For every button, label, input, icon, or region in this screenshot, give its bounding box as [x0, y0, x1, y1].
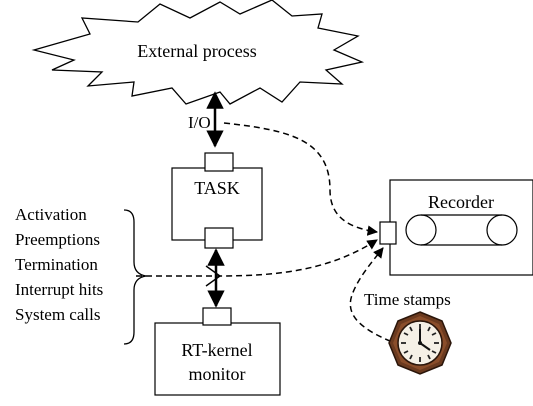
recorder-reel-left [405, 214, 437, 246]
monitor-node: RT-kernel monitor [154, 307, 281, 396]
recorder-input-port [379, 221, 397, 245]
external-process-node: External process [31, 0, 365, 105]
burst-cloud-icon [31, 0, 365, 105]
task-bottom-port [204, 227, 234, 249]
task-node: TASK [171, 152, 263, 249]
task-top-port [204, 152, 234, 172]
clock-icon [388, 311, 452, 375]
task-label: TASK [194, 178, 240, 198]
event-item: Activation [15, 205, 87, 224]
external-process-label: External process [137, 41, 256, 61]
recorder-label: Recorder [428, 192, 494, 212]
recorder-node: Recorder [379, 179, 533, 276]
events-dashed-path [136, 239, 378, 277]
monitor-label-line1: RT-kernel [181, 340, 252, 360]
monitor-top-port [202, 307, 232, 326]
event-brace [123, 209, 147, 345]
event-item: System calls [15, 305, 100, 324]
event-list: Activation Preemptions Termination Inter… [15, 205, 103, 324]
event-tap-chevron [205, 265, 222, 287]
recorder-reel-right [486, 214, 518, 246]
io-label: I/O [188, 113, 211, 132]
monitor-label-line2: monitor [189, 364, 246, 384]
time-stamps-dashed-path [349, 247, 401, 346]
event-item: Interrupt hits [15, 280, 103, 299]
time-stamps-label: Time stamps [364, 290, 451, 309]
event-item: Termination [15, 255, 98, 274]
event-item: Preemptions [15, 230, 100, 249]
io-dashed-path [223, 122, 379, 236]
